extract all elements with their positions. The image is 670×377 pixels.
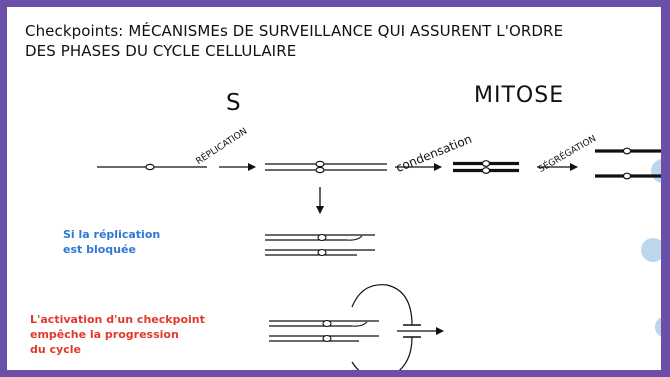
stage-label-mitose: MITOSE <box>474 83 565 108</box>
chromosome-condensed <box>453 160 519 174</box>
chromosome-blocked-replication <box>265 233 375 257</box>
title-line-2: DES PHASES DU CYCLE CELLULAIRE <box>25 42 297 60</box>
note-replication-blocked: Si la réplication est bloquée <box>63 227 160 257</box>
chromosome-replicated <box>265 160 387 174</box>
chromosome-checkpoint <box>269 319 379 343</box>
stage-label-s: S <box>226 90 241 116</box>
note-checkpoint-activation: L'activation d'un checkpoint empêche la … <box>30 312 205 357</box>
decor-dot-middle <box>641 238 661 262</box>
note-blocked-line-1: Si la réplication <box>63 228 161 241</box>
checkpoint-inhibition-arcs <box>351 284 444 370</box>
note-checkpoint-line-1: L'activation d'un checkpoint <box>30 313 205 326</box>
title-line-1: Checkpoints: MÉCANISMEs DE SURVEILLANCE … <box>25 22 564 40</box>
cell-cycle-diagram <box>97 147 661 370</box>
slide-title: Checkpoints: MÉCANISMEs DE SURVEILLANCE … <box>25 21 635 61</box>
note-checkpoint-line-3: du cycle <box>30 343 81 356</box>
chromosome-unreplicated <box>97 163 207 171</box>
decor-dot-top <box>651 159 661 183</box>
decor-dot-bottom <box>655 316 661 338</box>
note-checkpoint-line-2: empêche la progression <box>30 328 179 341</box>
chromatids-segregated <box>595 147 661 180</box>
note-blocked-line-2: est bloquée <box>63 243 136 256</box>
